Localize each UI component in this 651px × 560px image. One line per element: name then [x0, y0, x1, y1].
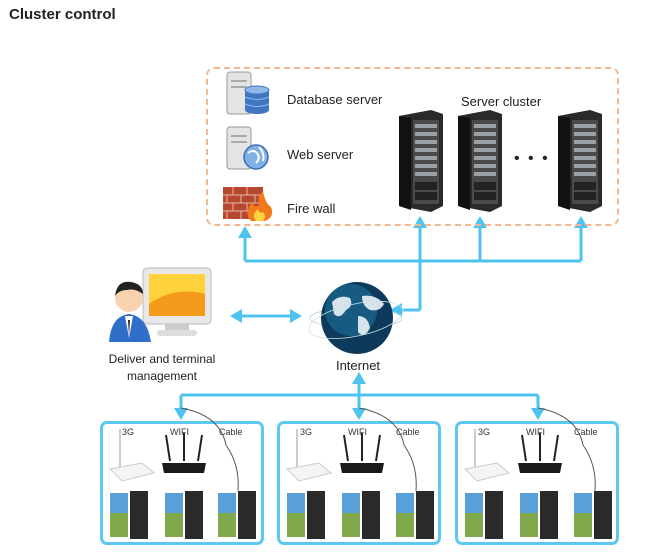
group-2-devices — [286, 407, 434, 539]
server-cluster-label: Server cluster — [461, 94, 542, 109]
more-servers-ellipsis: • • • — [514, 150, 550, 167]
management-label-line1: Deliver and terminal — [108, 352, 216, 366]
management-label-line2: management — [126, 369, 198, 383]
group-1-devices — [109, 407, 256, 539]
terminal-group-1 — [100, 421, 264, 545]
server-rack-icon — [458, 110, 502, 212]
database-server-icon — [226, 71, 270, 115]
group-2-3g-label: 3G — [300, 427, 313, 437]
group-2-wifi-label: WIFI — [348, 427, 367, 437]
firewall-label: Fire wall — [287, 201, 336, 216]
terminal-devices — [109, 407, 612, 539]
internet-label: Internet — [335, 358, 381, 373]
web-server-label: Web server — [287, 147, 354, 162]
group-1-cable-label: Cable — [219, 427, 243, 437]
group-1-wifi-label: WIFI — [170, 427, 189, 437]
terminal-group-2 — [277, 421, 441, 545]
group-3-3g-label: 3G — [478, 427, 491, 437]
terminal-group-3 — [455, 421, 619, 545]
group-1-3g-label: 3G — [122, 427, 135, 437]
admin-terminal-icon — [109, 267, 212, 342]
firewall-icon — [223, 187, 273, 221]
group-3-devices — [464, 407, 612, 539]
database-server-label: Database server — [287, 92, 383, 107]
server-rack-icon — [558, 110, 602, 212]
server-area-box — [206, 67, 619, 226]
page-title: Cluster control — [9, 6, 116, 23]
web-server-icon — [226, 126, 269, 170]
internet-globe-icon — [308, 282, 404, 354]
server-rack-icon — [399, 110, 443, 212]
group-2-cable-label: Cable — [396, 427, 420, 437]
group-3-cable-label: Cable — [574, 427, 598, 437]
group-3-wifi-label: WIFI — [526, 427, 545, 437]
